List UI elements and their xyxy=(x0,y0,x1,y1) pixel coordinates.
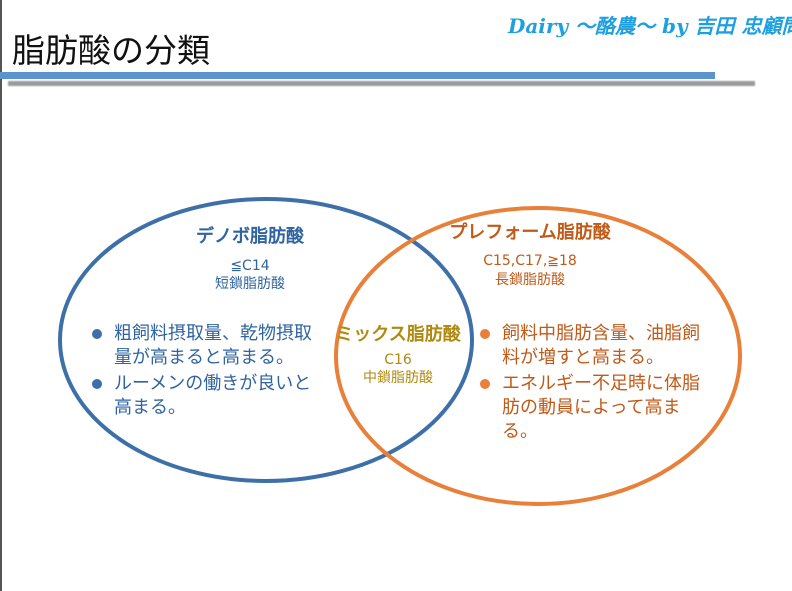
preformed-circle xyxy=(334,206,742,506)
bullet-text: ルーメンの働きが良いと高まる。 xyxy=(114,373,312,418)
bullet-icon xyxy=(480,329,490,339)
preformed-carbon: C15,C17,≧18 xyxy=(483,253,577,269)
title-underline xyxy=(0,72,715,79)
bullet-icon xyxy=(92,329,102,339)
title-shadow-line xyxy=(8,81,755,86)
mix-chain: 中鎖脂肪酸 xyxy=(363,370,433,386)
page-title: 脂肪酸の分類 xyxy=(12,31,210,70)
bullet-icon xyxy=(480,379,490,389)
logo: Dairy ～酪農～ by 吉田 忠顧問 xyxy=(508,14,792,38)
denovo-chain: 短鎖脂肪酸 xyxy=(215,276,285,292)
list-item: 粗飼料摂取量、乾物摂取量が高まると高まる。 xyxy=(88,322,324,370)
bullet-text: エネルギー不足時に体脂肪の動員によって高まる。 xyxy=(502,373,700,442)
list-item: エネルギー不足時に体脂肪の動員によって高まる。 xyxy=(476,372,712,444)
bullet-icon xyxy=(92,379,102,389)
denovo-carbon: ≦C14 xyxy=(230,258,270,274)
preformed-bullets: 飼料中脂肪含量、油脂飼料が増すと高まる。 エネルギー不足時に体脂肪の動員によって… xyxy=(476,322,712,446)
bullet-text: 粗飼料摂取量、乾物摂取量が高まると高まる。 xyxy=(114,323,312,368)
preformed-chain: 長鎖脂肪酸 xyxy=(495,272,565,288)
mix-carbon: C16 xyxy=(384,352,412,368)
denovo-bullets: 粗飼料摂取量、乾物摂取量が高まると高まる。 ルーメンの働きが良いと高まる。 xyxy=(88,322,324,422)
denovo-heading: デノボ脂肪酸 xyxy=(196,226,304,247)
bullet-text: 飼料中脂肪含量、油脂飼料が増すと高まる。 xyxy=(502,323,700,368)
slide-edge xyxy=(0,0,2,591)
list-item: ルーメンの働きが良いと高まる。 xyxy=(88,372,324,420)
list-item: 飼料中脂肪含量、油脂飼料が増すと高まる。 xyxy=(476,322,712,370)
preformed-heading: プレフォーム脂肪酸 xyxy=(449,222,611,243)
mix-heading: ミックス脂肪酸 xyxy=(335,324,461,345)
denovo-circle xyxy=(58,197,474,483)
